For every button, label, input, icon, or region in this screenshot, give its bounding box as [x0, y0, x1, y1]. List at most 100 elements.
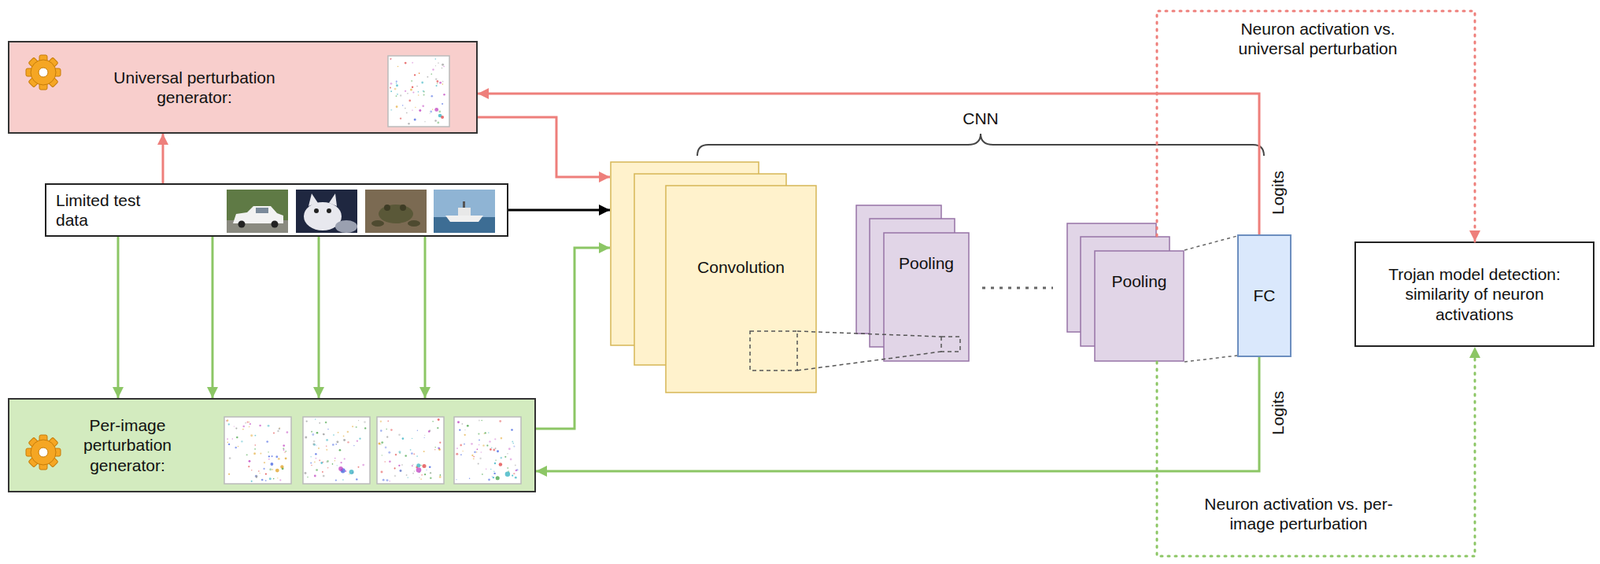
noise-dot — [408, 99, 411, 103]
node-label: Pooling — [898, 253, 954, 274]
noise-dot — [277, 477, 278, 479]
noise-dot — [275, 455, 278, 459]
noise-dot — [251, 469, 252, 471]
noise-dot — [318, 422, 321, 425]
noise-dot — [353, 445, 355, 447]
noise-dot — [463, 443, 466, 446]
noise-dot — [254, 435, 256, 437]
noise-dot — [402, 437, 405, 440]
noise-dot — [258, 472, 260, 474]
convolution-layer: Convolution — [609, 161, 817, 394]
feature-map — [665, 185, 817, 393]
noise-dot — [510, 428, 514, 432]
arrow-connector — [317, 236, 321, 399]
noise-dot — [304, 436, 307, 440]
noise-dot — [273, 478, 275, 481]
noise-dot — [311, 433, 315, 437]
noise-dot — [422, 90, 425, 93]
noise-dot — [322, 475, 326, 478]
noise-dot — [428, 465, 432, 469]
noise-dot — [395, 82, 398, 85]
noise-dot — [358, 420, 359, 422]
noise-dot — [506, 453, 508, 455]
noise-dot — [394, 88, 397, 91]
noise-frame — [387, 55, 450, 127]
noise-dot — [418, 73, 420, 74]
noise-dot — [395, 105, 399, 108]
trigger-patch — [349, 469, 355, 475]
noise-dot — [313, 440, 316, 444]
noise-dot — [282, 447, 285, 450]
noise-dot — [325, 421, 328, 425]
arrow-connector — [508, 209, 610, 212]
noise-dot — [438, 447, 440, 450]
noise-dot — [253, 452, 256, 455]
noise-dot — [476, 448, 479, 451]
noise-dot — [240, 440, 243, 443]
noise-dot — [416, 85, 418, 88]
noise-dot — [334, 458, 336, 459]
noise-dot — [413, 73, 416, 76]
arrow-connector — [117, 236, 120, 399]
noise-dot — [347, 441, 350, 444]
noise-dot — [342, 479, 344, 481]
noise-dot — [414, 107, 416, 108]
trigger-patch — [416, 467, 422, 473]
noise-dot — [439, 110, 442, 114]
noise-dot — [261, 479, 264, 482]
noise-dot — [439, 474, 442, 477]
noise-dot — [325, 445, 328, 448]
noise-dot — [282, 444, 285, 448]
trigger-patch — [440, 115, 444, 119]
noise-dot — [242, 428, 244, 430]
noise-dot — [429, 472, 432, 474]
noise-dot — [441, 103, 444, 105]
noise-dot — [258, 470, 260, 473]
noise-dot — [248, 426, 250, 428]
noise-dot — [279, 479, 281, 481]
noise-dot — [283, 449, 285, 451]
noise-dot — [436, 84, 438, 87]
noise-dot — [332, 434, 335, 437]
noise-dot — [464, 429, 466, 431]
noise-dot — [364, 427, 366, 429]
noise-dot — [320, 461, 323, 465]
noise-frame — [224, 417, 292, 485]
noise-dot — [436, 121, 440, 124]
noise-dot — [397, 66, 399, 67]
noise-dot — [498, 420, 502, 423]
noise-dot — [432, 421, 433, 422]
text-frame: Universal perturbation generator: — [76, 42, 313, 133]
noise-dot — [285, 450, 287, 452]
noise-dot — [398, 434, 401, 437]
noise-dot — [279, 427, 281, 429]
noise-dot — [228, 473, 230, 476]
noise-dot — [493, 471, 496, 473]
noise-dot — [413, 118, 417, 121]
noise-dot — [387, 421, 389, 423]
noise-dot — [229, 457, 232, 460]
noise-dot — [244, 422, 247, 425]
noise-dot — [466, 424, 470, 428]
noise-dot — [284, 457, 288, 460]
noise-dot — [441, 63, 444, 67]
noise-dot — [406, 111, 408, 114]
noise-dot — [380, 443, 382, 446]
noise-dot — [418, 477, 420, 479]
noise-dot — [380, 471, 384, 474]
edge-label: Logits — [1267, 391, 1288, 436]
perturbation-image — [303, 417, 370, 485]
noise-dot — [327, 467, 329, 470]
noise-dot — [404, 107, 407, 110]
noise-dot — [513, 472, 515, 475]
noise-dot — [429, 110, 433, 113]
noise-dot — [268, 458, 270, 460]
noise-dot — [487, 478, 491, 481]
noise-dot — [435, 58, 437, 60]
edge-label-frame: Neuron activation vs. universal perturba… — [1213, 18, 1423, 59]
noise-dot — [424, 437, 425, 439]
noise-dot — [248, 421, 250, 423]
noise-dot — [495, 447, 497, 450]
noise-dot — [428, 430, 430, 433]
noise-dot — [395, 84, 399, 87]
